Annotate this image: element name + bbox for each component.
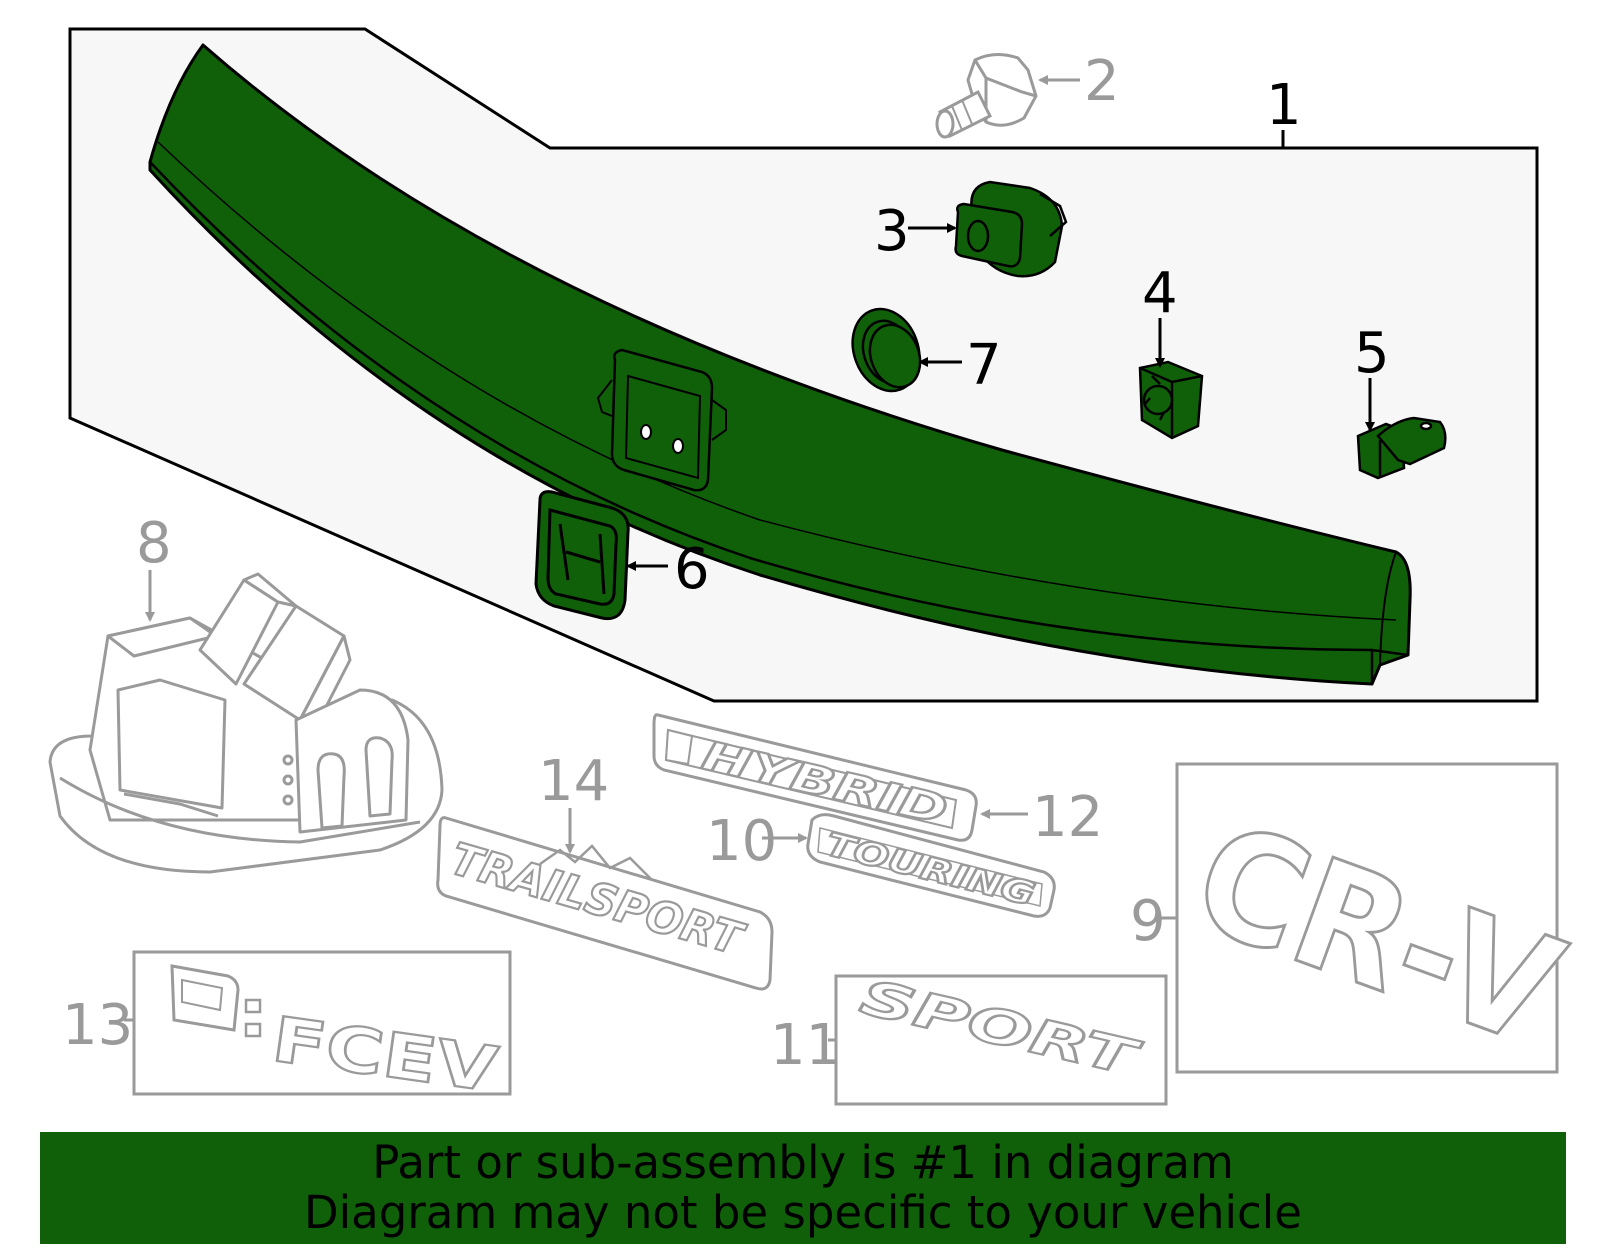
- callout-7: 7: [966, 333, 1002, 398]
- tailgate-garnish-part-1[interactable]: [148, 43, 1412, 686]
- touring-emblem-text: TOURING: [822, 825, 1039, 914]
- callout-2: 2: [1084, 49, 1120, 114]
- callout-5: 5: [1354, 321, 1390, 386]
- clip-part-3[interactable]: [954, 180, 1068, 278]
- info-banner: Part or sub-assembly is #1 in diagram Di…: [40, 1132, 1566, 1244]
- callout-14: 14: [538, 749, 609, 814]
- callout-10: 10: [706, 809, 777, 874]
- license-lamp-housing-part-8[interactable]: [48, 572, 444, 874]
- sport-emblem-part-11[interactable]: SPORT: [834, 968, 1168, 1106]
- callout-3: 3: [874, 199, 910, 264]
- crv-emblem-part-9[interactable]: CR-V: [1172, 762, 1582, 1082]
- callout-13: 13: [62, 993, 133, 1058]
- fcev-emblem-part-13[interactable]: FCEV: [132, 950, 512, 1107]
- callout-6: 6: [674, 537, 710, 602]
- banner-line-2: Diagram may not be specific to your vehi…: [304, 1186, 1302, 1239]
- retainer-part-4[interactable]: [1138, 360, 1204, 440]
- grommet-part-7[interactable]: [842, 300, 931, 401]
- callout-8: 8: [136, 511, 172, 576]
- callout-9: 9: [1130, 889, 1166, 954]
- callout-4: 4: [1142, 261, 1178, 326]
- callout-11: 11: [770, 1013, 841, 1078]
- callout-12: 12: [1032, 785, 1103, 850]
- clip-part-5[interactable]: [1356, 416, 1447, 480]
- emblem-part-6[interactable]: [534, 490, 630, 621]
- banner-line-1: Part or sub-assembly is #1 in diagram: [372, 1136, 1234, 1189]
- callout-1: 1: [1266, 73, 1302, 138]
- bolt-part-2[interactable]: [935, 53, 1038, 139]
